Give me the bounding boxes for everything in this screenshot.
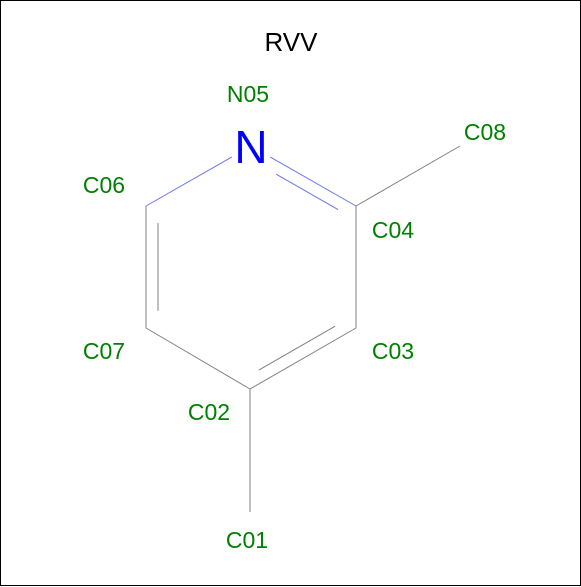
bond-c04-n05 [269, 156, 357, 207]
bond-layer [145, 145, 461, 512]
atom-label-c06: C06 [83, 172, 125, 198]
atom-label-c08: C08 [464, 119, 506, 145]
bond-c04-n05-inner [275, 173, 339, 210]
bond-c04-c08 [355, 145, 461, 207]
atom-label-c07: C07 [83, 338, 125, 364]
atom-symbol-n05: N [234, 121, 267, 173]
bond-c02-c03 [249, 327, 357, 390]
bond-n05-c06 [145, 156, 233, 207]
atom-label-c04: C04 [372, 217, 414, 243]
atom-label-c02: C02 [188, 399, 230, 425]
bond-c07-c02 [145, 327, 251, 390]
atom-label-c03: C03 [372, 338, 414, 364]
atom-label-c01: C01 [226, 527, 268, 553]
molecule-title: RVV [265, 27, 319, 57]
bond-c02-c03-inner [258, 325, 336, 371]
atom-label-n05: N05 [227, 81, 269, 107]
label-layer: RVV N N05 C08 C06 C04 C07 C03 C02 C01 [83, 27, 506, 553]
